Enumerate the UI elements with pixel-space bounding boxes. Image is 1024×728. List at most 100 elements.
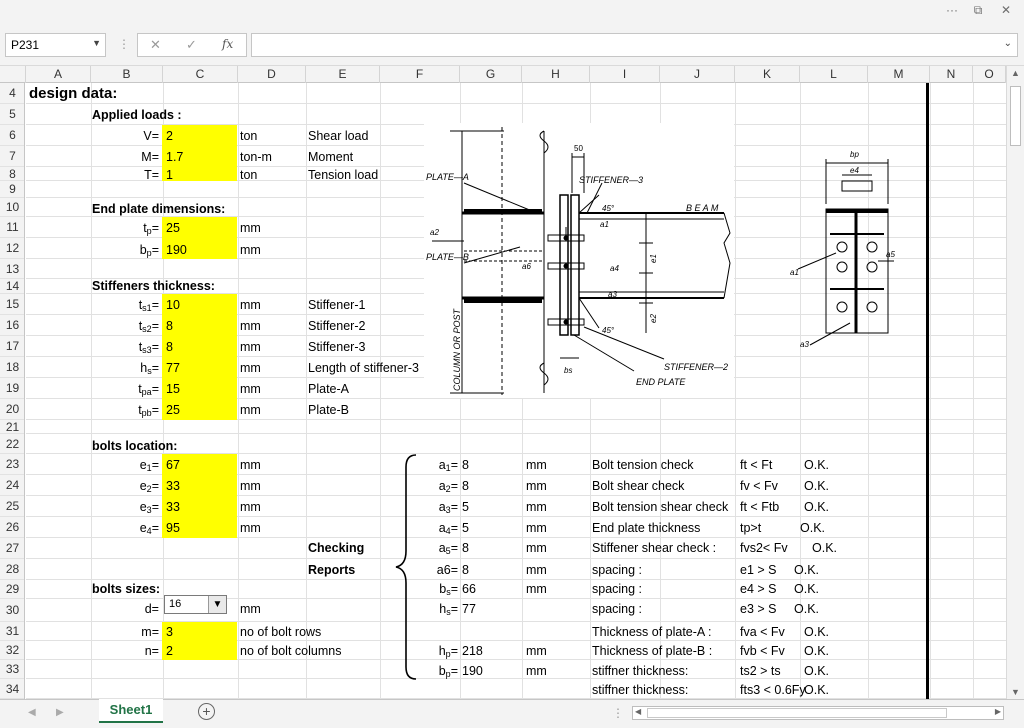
- horizontal-scrollbar[interactable]: ◀ ▶: [632, 706, 1004, 720]
- formula-input[interactable]: ⌄: [251, 33, 1018, 57]
- row-header-11[interactable]: 11: [0, 217, 24, 238]
- value-e2[interactable]: 33: [166, 479, 180, 493]
- column-header-m[interactable]: M: [868, 66, 930, 83]
- column-header-h[interactable]: H: [522, 66, 590, 83]
- value-n-cols[interactable]: 2: [166, 644, 173, 658]
- column-header-k[interactable]: K: [735, 66, 800, 83]
- row-header-31[interactable]: 31: [0, 622, 24, 641]
- row-header-21[interactable]: 21: [0, 420, 24, 434]
- row-header-27[interactable]: 27: [0, 538, 24, 559]
- value-t[interactable]: 1: [166, 168, 173, 182]
- label-t: T=: [144, 168, 159, 182]
- row-header-7[interactable]: 7: [0, 146, 24, 167]
- value-m[interactable]: 1.7: [166, 150, 184, 164]
- add-sheet-icon[interactable]: +: [198, 703, 215, 720]
- restore-icon[interactable]: ⧉: [973, 3, 983, 17]
- label-a2: a2: [430, 228, 439, 237]
- bolt-diameter-select[interactable]: 16 ▼: [164, 595, 227, 614]
- value-tpa[interactable]: 15: [166, 382, 180, 396]
- value-e4[interactable]: 95: [166, 521, 180, 535]
- row-header-24[interactable]: 24: [0, 475, 24, 496]
- column-header-o[interactable]: O: [973, 66, 1006, 83]
- column-header-n[interactable]: N: [930, 66, 973, 83]
- scroll-down-icon[interactable]: ▼: [1011, 687, 1020, 697]
- row-header-14[interactable]: 14: [0, 279, 24, 294]
- row-header-23[interactable]: 23: [0, 454, 24, 475]
- name-box[interactable]: P231 ▼: [5, 33, 106, 57]
- row-header-6[interactable]: 6: [0, 125, 24, 146]
- row-header-25[interactable]: 25: [0, 496, 24, 517]
- row-header-34[interactable]: 34: [0, 679, 24, 699]
- value-tp[interactable]: 25: [166, 221, 180, 235]
- column-header-b[interactable]: B: [91, 66, 163, 83]
- value-hs[interactable]: 77: [166, 361, 180, 375]
- scroll-right-icon[interactable]: ▶: [994, 707, 1001, 716]
- row-header-19[interactable]: 19: [0, 378, 24, 399]
- split-handle-icon[interactable]: ⋮: [612, 706, 624, 720]
- row-header-26[interactable]: 26: [0, 517, 24, 538]
- row-header-9[interactable]: 9: [0, 181, 24, 198]
- tab-sheet1[interactable]: Sheet1: [99, 699, 163, 723]
- desc-ts2: Stiffener-2: [308, 319, 366, 333]
- more-options-icon[interactable]: ···: [946, 3, 958, 17]
- column-header-f[interactable]: F: [380, 66, 460, 83]
- row-header-15[interactable]: 15: [0, 294, 24, 315]
- column-header-g[interactable]: G: [460, 66, 522, 83]
- row-header-16[interactable]: 16: [0, 315, 24, 336]
- column-header-j[interactable]: J: [660, 66, 735, 83]
- column-header-i[interactable]: I: [590, 66, 660, 83]
- horizontal-scroll-thumb[interactable]: [647, 708, 947, 718]
- value-m-rows[interactable]: 3: [166, 625, 173, 639]
- column-header-c[interactable]: C: [163, 66, 238, 83]
- chevron-down-icon[interactable]: ▼: [208, 596, 226, 613]
- row-header-20[interactable]: 20: [0, 399, 24, 420]
- row-header-33[interactable]: 33: [0, 660, 24, 679]
- row-header-10[interactable]: 10: [0, 198, 24, 217]
- row-header-5[interactable]: 5: [0, 104, 24, 125]
- worksheet-grid[interactable]: design data: Applied loads : V= 2 ton Sh…: [26, 83, 1006, 699]
- result-value: 5: [462, 500, 469, 514]
- label-a6: a6: [522, 262, 531, 271]
- row-header-4[interactable]: 4: [0, 83, 24, 104]
- row-header-17[interactable]: 17: [0, 336, 24, 357]
- value-tpb[interactable]: 25: [166, 403, 180, 417]
- row-header-8[interactable]: 8: [0, 167, 24, 181]
- row-header-12[interactable]: 12: [0, 238, 24, 259]
- enter-icon[interactable]: ✓: [186, 37, 197, 52]
- prev-sheet-icon[interactable]: ◀: [28, 707, 36, 718]
- column-header-l[interactable]: L: [800, 66, 868, 83]
- value-ts3[interactable]: 8: [166, 340, 173, 354]
- row-header-30[interactable]: 30: [0, 599, 24, 622]
- result-value: 77: [462, 602, 476, 616]
- scroll-up-icon[interactable]: ▲: [1011, 68, 1020, 78]
- close-icon[interactable]: ✕: [1000, 3, 1012, 17]
- value-e3[interactable]: 33: [166, 500, 180, 514]
- unit-bp: mm: [240, 243, 261, 257]
- label-e2-sub: 2: [146, 484, 152, 494]
- vertical-scroll-thumb[interactable]: [1010, 86, 1021, 146]
- scroll-left-icon[interactable]: ◀: [635, 707, 642, 716]
- column-header-a[interactable]: A: [26, 66, 91, 83]
- value-ts1[interactable]: 10: [166, 298, 180, 312]
- select-all-corner[interactable]: [0, 66, 26, 83]
- column-header-e[interactable]: E: [306, 66, 380, 83]
- value-bp[interactable]: 190: [166, 243, 187, 257]
- row-header-29[interactable]: 29: [0, 580, 24, 599]
- drag-handle-icon[interactable]: ⋮: [118, 37, 130, 51]
- value-ts2[interactable]: 8: [166, 319, 173, 333]
- row-header-22[interactable]: 22: [0, 434, 24, 454]
- insert-function-icon[interactable]: fx: [222, 37, 234, 51]
- vertical-scrollbar[interactable]: ▲ ▼: [1006, 66, 1024, 699]
- row-header-13[interactable]: 13: [0, 259, 24, 279]
- row-header-32[interactable]: 32: [0, 641, 24, 660]
- row-header-18[interactable]: 18: [0, 357, 24, 378]
- cancel-icon[interactable]: ✕: [150, 37, 161, 52]
- row-header-28[interactable]: 28: [0, 559, 24, 580]
- expand-formula-icon[interactable]: ⌄: [1003, 38, 1012, 49]
- chevron-down-icon[interactable]: ▼: [92, 38, 101, 48]
- column-header-d[interactable]: D: [238, 66, 306, 83]
- value-v[interactable]: 2: [166, 129, 173, 143]
- value-e1[interactable]: 67: [166, 458, 180, 472]
- next-sheet-icon[interactable]: ▶: [56, 707, 64, 718]
- label-ts2: ts2=: [96, 319, 159, 336]
